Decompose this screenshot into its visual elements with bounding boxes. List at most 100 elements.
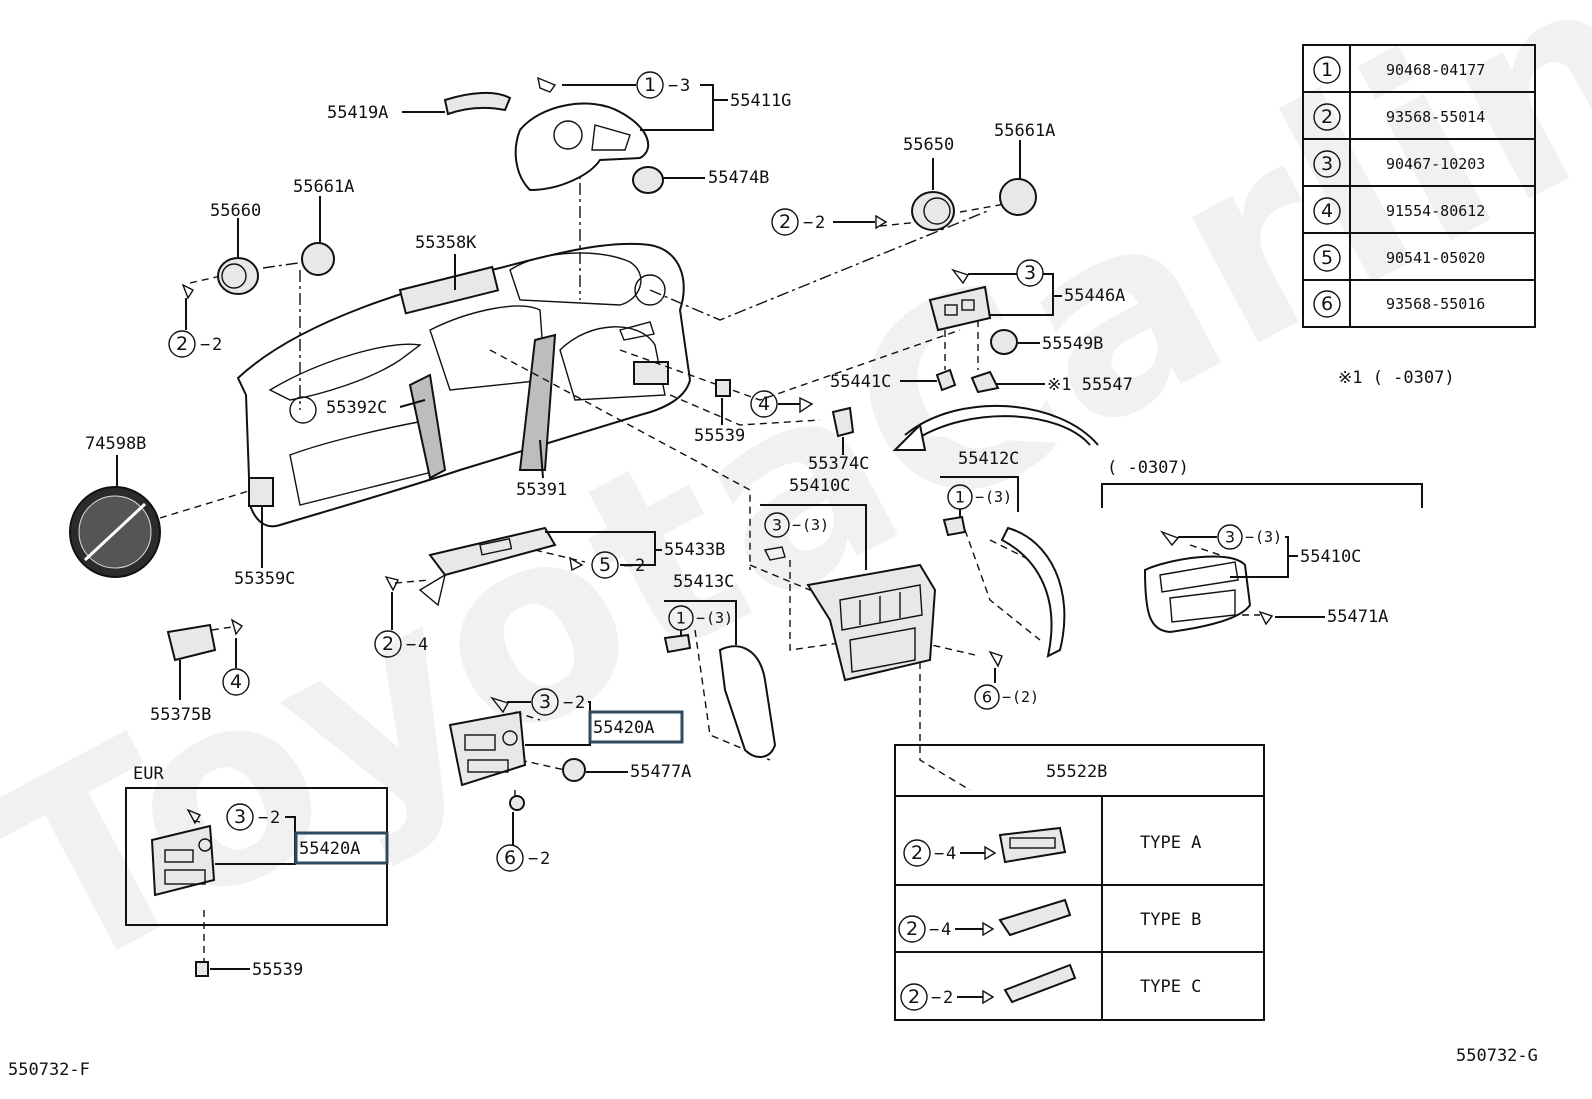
- svg-text:55522B: 55522B: [1046, 762, 1107, 782]
- bracket-55374C: [831, 406, 855, 438]
- legend-row-4: 4 91554-80612: [1313, 197, 1485, 225]
- legend-table: [1302, 44, 1536, 328]
- label-55471A: 55471A: [1327, 607, 1388, 627]
- label-55441C: 55441C: [830, 372, 891, 392]
- svg-text:93568-55016: 93568-55016: [1386, 295, 1485, 313]
- svg-text:−: −: [975, 488, 984, 506]
- svg-text:4: 4: [230, 671, 242, 693]
- svg-text:3: 3: [1321, 153, 1333, 175]
- knob-55549B: [990, 329, 1018, 355]
- svg-text:5: 5: [599, 554, 611, 576]
- label-55410C: 55410C: [789, 476, 850, 496]
- svg-text:4: 4: [941, 920, 951, 940]
- svg-text:3: 3: [234, 806, 246, 828]
- knob-55477A: [562, 758, 586, 782]
- label-55539-top: 55539: [694, 426, 745, 446]
- type-row-b: 2 − 4 TYPE B: [898, 898, 1201, 943]
- label-55375B: 55375B: [150, 705, 211, 725]
- holder-55547: [970, 370, 1000, 394]
- svg-text:−: −: [803, 213, 813, 233]
- label-55446A: 55446A: [1064, 286, 1125, 306]
- screw-icon: [537, 76, 557, 93]
- type-row-c: 2 − 2 TYPE C: [900, 963, 1201, 1011]
- label-55392C: 55392C: [326, 398, 387, 418]
- guide-lines: [159, 160, 1260, 965]
- svg-text:(3): (3): [985, 488, 1012, 506]
- svg-text:−: −: [929, 920, 939, 940]
- svg-text:2: 2: [943, 988, 953, 1008]
- legend-row-3: 3 90467-10203: [1313, 150, 1485, 178]
- svg-text:4: 4: [418, 635, 428, 655]
- svg-text:1: 1: [644, 74, 656, 96]
- svg-text:90541-05020: 90541-05020: [1386, 249, 1485, 267]
- dashboard-panel: [236, 242, 692, 528]
- svg-text:−: −: [563, 693, 573, 713]
- svg-text:1: 1: [1321, 59, 1333, 81]
- svg-text:TYPE A: TYPE A: [1140, 833, 1201, 853]
- svg-text:TYPE B: TYPE B: [1140, 910, 1201, 930]
- legend-row-1: 1 90468-04177: [1313, 56, 1485, 84]
- type-row-a: 2 − 4 TYPE A: [903, 826, 1201, 867]
- panel-55413C: [718, 645, 777, 758]
- clip-55441C: [935, 368, 957, 392]
- svg-text:91554-80612: 91554-80612: [1386, 202, 1485, 220]
- svg-text:−: −: [668, 76, 678, 96]
- svg-text:(3): (3): [706, 609, 733, 627]
- svg-text:3: 3: [1024, 262, 1036, 284]
- figure-id-right: 550732-G: [1456, 1046, 1538, 1066]
- clip-55539-top: [715, 379, 731, 397]
- label-55412C: 55412C: [958, 449, 1019, 469]
- svg-text:1: 1: [676, 609, 686, 628]
- svg-text:4: 4: [946, 844, 956, 864]
- label-55474B: 55474B: [708, 168, 769, 188]
- svg-text:1: 1: [955, 488, 965, 507]
- svg-text:2: 2: [540, 849, 550, 869]
- svg-text:(3): (3): [1255, 528, 1282, 546]
- ring-55661A-right: [999, 178, 1037, 216]
- svg-text:−: −: [406, 635, 416, 655]
- svg-text:−: −: [258, 808, 268, 828]
- svg-text:3: 3: [539, 691, 551, 713]
- svg-text:TYPE C: TYPE C: [1140, 977, 1201, 997]
- svg-text:−: −: [1002, 688, 1011, 706]
- label-55391: 55391: [516, 480, 567, 500]
- label-55411G: 55411G: [730, 91, 791, 111]
- svg-text:93568-55014: 93568-55014: [1386, 108, 1485, 126]
- direction-arrow: [892, 404, 1099, 451]
- svg-text:6: 6: [1321, 293, 1333, 315]
- svg-text:2: 2: [176, 333, 188, 355]
- highlight-box-55420A-eur: [294, 831, 389, 865]
- svg-text:2: 2: [779, 211, 791, 233]
- svg-text:2: 2: [270, 808, 280, 828]
- svg-text:90468-04177: 90468-04177: [1386, 61, 1485, 79]
- svg-text:3: 3: [680, 76, 690, 96]
- label-55420A-eur: 55420A: [299, 839, 360, 859]
- label-55477A: 55477A: [630, 762, 691, 782]
- svg-text:−: −: [934, 844, 944, 864]
- label-55660: 55660: [210, 201, 261, 221]
- svg-text:−: −: [200, 335, 210, 355]
- svg-text:2: 2: [815, 213, 825, 233]
- bracket-55433B: [418, 526, 557, 607]
- legend-row-6: 6 93568-55016: [1313, 290, 1485, 318]
- label-55539-eur: 55539: [252, 960, 303, 980]
- vent-55650: [911, 191, 955, 231]
- label-55661A-right: 55661A: [994, 121, 1055, 141]
- svg-text:6: 6: [504, 847, 516, 869]
- ring-55661A-left: [301, 242, 335, 276]
- label-55358K: 55358K: [415, 233, 477, 253]
- svg-text:−: −: [623, 556, 633, 576]
- svg-text:−: −: [931, 988, 941, 1008]
- legend-row-2: 2 93568-55014: [1313, 103, 1485, 131]
- svg-text:−: −: [1245, 528, 1254, 546]
- svg-text:2: 2: [906, 918, 918, 940]
- control-panel-55420A: [448, 710, 527, 787]
- label-55547: ※1 55547: [1047, 375, 1133, 395]
- bracket-55375B: [166, 623, 217, 662]
- svg-text:90467-10203: 90467-10203: [1386, 155, 1485, 173]
- eur-variant-box: EUR: [125, 764, 388, 926]
- label-74598B: 74598B: [85, 434, 146, 454]
- svg-text:2: 2: [575, 693, 585, 713]
- svg-text:2: 2: [382, 633, 394, 655]
- svg-text:2: 2: [908, 986, 920, 1008]
